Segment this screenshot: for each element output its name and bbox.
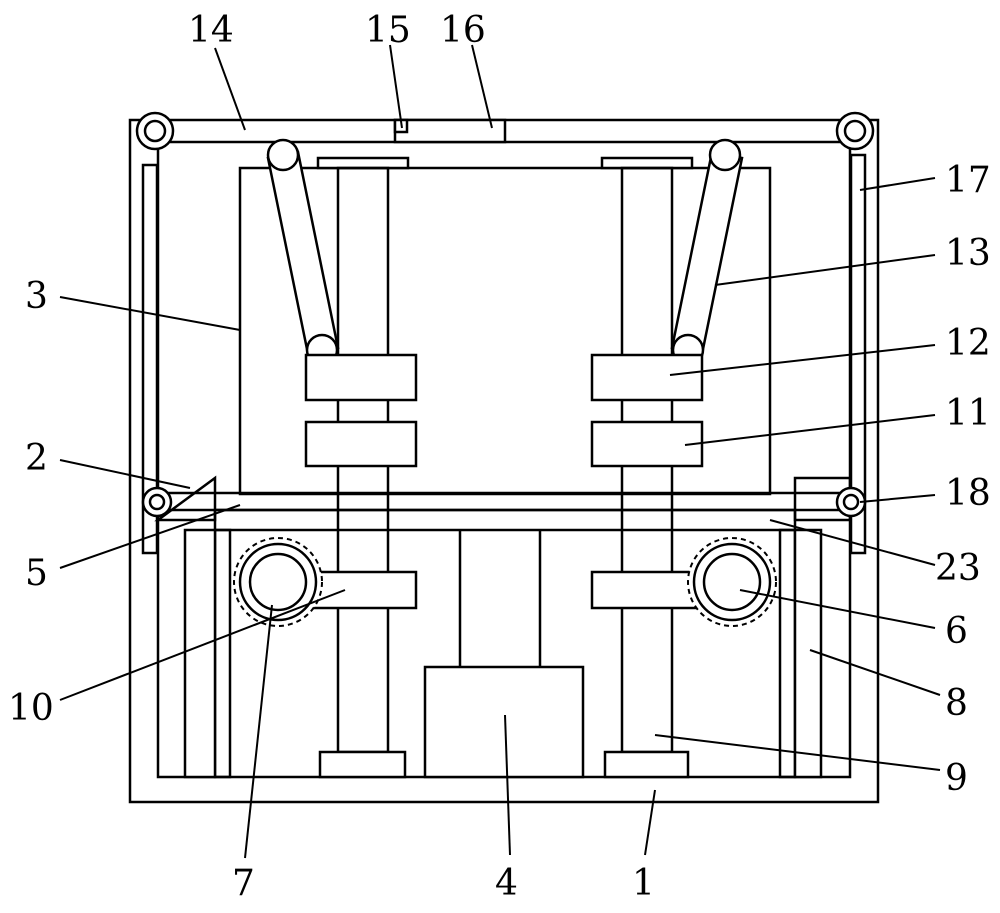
label-18: 18: [945, 473, 991, 514]
rack-left: [215, 530, 230, 777]
label-11: 11: [945, 393, 991, 434]
label-17: 17: [945, 160, 991, 201]
arm-right: [592, 572, 703, 608]
rack-right: [780, 530, 795, 777]
label-6: 6: [945, 611, 968, 652]
label-9: 9: [945, 758, 968, 799]
label-5: 5: [25, 553, 48, 594]
motor: [425, 667, 583, 777]
label-14: 14: [188, 10, 234, 51]
label-15: 15: [365, 10, 411, 51]
label-1: 1: [632, 863, 655, 904]
slider-block-16: [395, 120, 505, 142]
gear-icon: [234, 538, 776, 626]
label-4: 4: [495, 863, 518, 904]
label-10: 10: [8, 688, 54, 729]
label-3: 3: [25, 276, 48, 317]
label-7: 7: [232, 863, 255, 904]
label-12: 12: [945, 323, 991, 364]
plate-rack-23: [215, 510, 795, 530]
top-bearings: [318, 158, 692, 168]
label-2: 2: [25, 438, 48, 479]
guide-left: [185, 530, 215, 777]
plate: [158, 493, 850, 510]
label-23: 23: [935, 548, 981, 589]
label-8: 8: [945, 683, 968, 724]
label-13: 13: [945, 233, 991, 274]
label-16: 16: [440, 10, 486, 51]
